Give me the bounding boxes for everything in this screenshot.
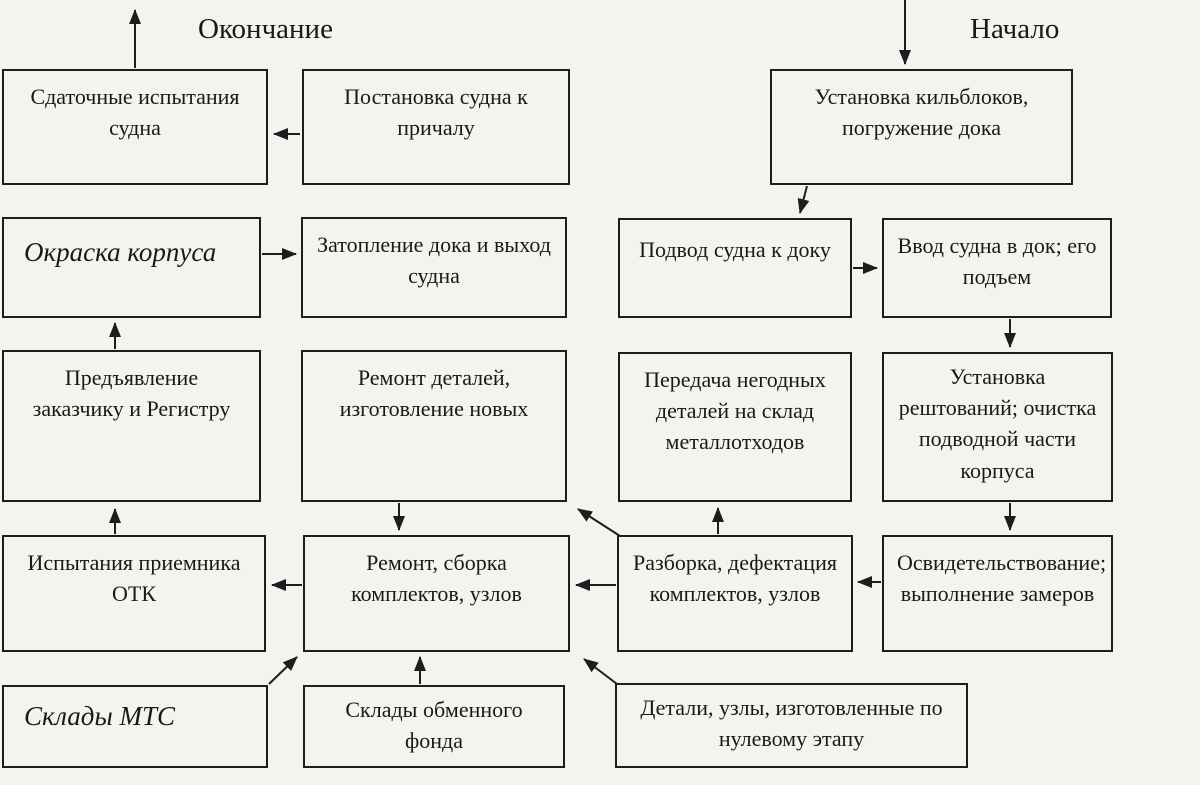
node-mooring: Постановка судна к причалу — [302, 69, 570, 185]
end-label: Окончание — [198, 13, 333, 45]
node-presentation: Предъявление заказчику и Регистру — [2, 350, 261, 502]
node-ship-docking: Ввод судна в док; его подъем — [882, 218, 1112, 318]
node-ship-approach: Подвод судна к доку — [618, 218, 852, 318]
node-exchange-fund: Склады обменного фонда — [303, 685, 565, 768]
node-scrap-transfer: Передача негодных деталей на склад метал… — [618, 352, 852, 502]
arrow-mts-to-assembly — [268, 656, 298, 685]
node-keel-blocks: Установка кильблоков, погружение дока — [770, 69, 1073, 185]
start-label: Начало — [970, 13, 1060, 45]
arrow-keel-blocks-to-approach — [797, 185, 810, 214]
node-assembly: Ремонт, сборка комплектов, узлов — [303, 535, 570, 652]
arrow-zero-stage-to-assembly — [583, 658, 618, 685]
node-hull-painting: Окраска корпуса — [2, 217, 261, 318]
node-zero-stage-parts: Детали, узлы, изготовленные по нулевому … — [615, 683, 968, 768]
node-dock-flooding: Затопление дока и выход судна — [301, 217, 567, 318]
node-otk-tests: Испытания приемника ОТК — [2, 535, 266, 652]
node-acceptance-tests: Сдаточные испытания судна — [2, 69, 268, 185]
arrow-disassembly-to-parts-repair — [577, 508, 621, 537]
node-survey: Освидетельствование; выполнение замеров — [882, 535, 1113, 652]
node-disassembly: Разборка, дефектация комплектов, узлов — [617, 535, 853, 652]
node-staging: Установка рештований; очистка подводной … — [882, 352, 1113, 502]
node-mts-warehouses: Склады МТС — [2, 685, 268, 768]
node-parts-repair: Ремонт деталей, изготовление новых — [301, 350, 567, 502]
